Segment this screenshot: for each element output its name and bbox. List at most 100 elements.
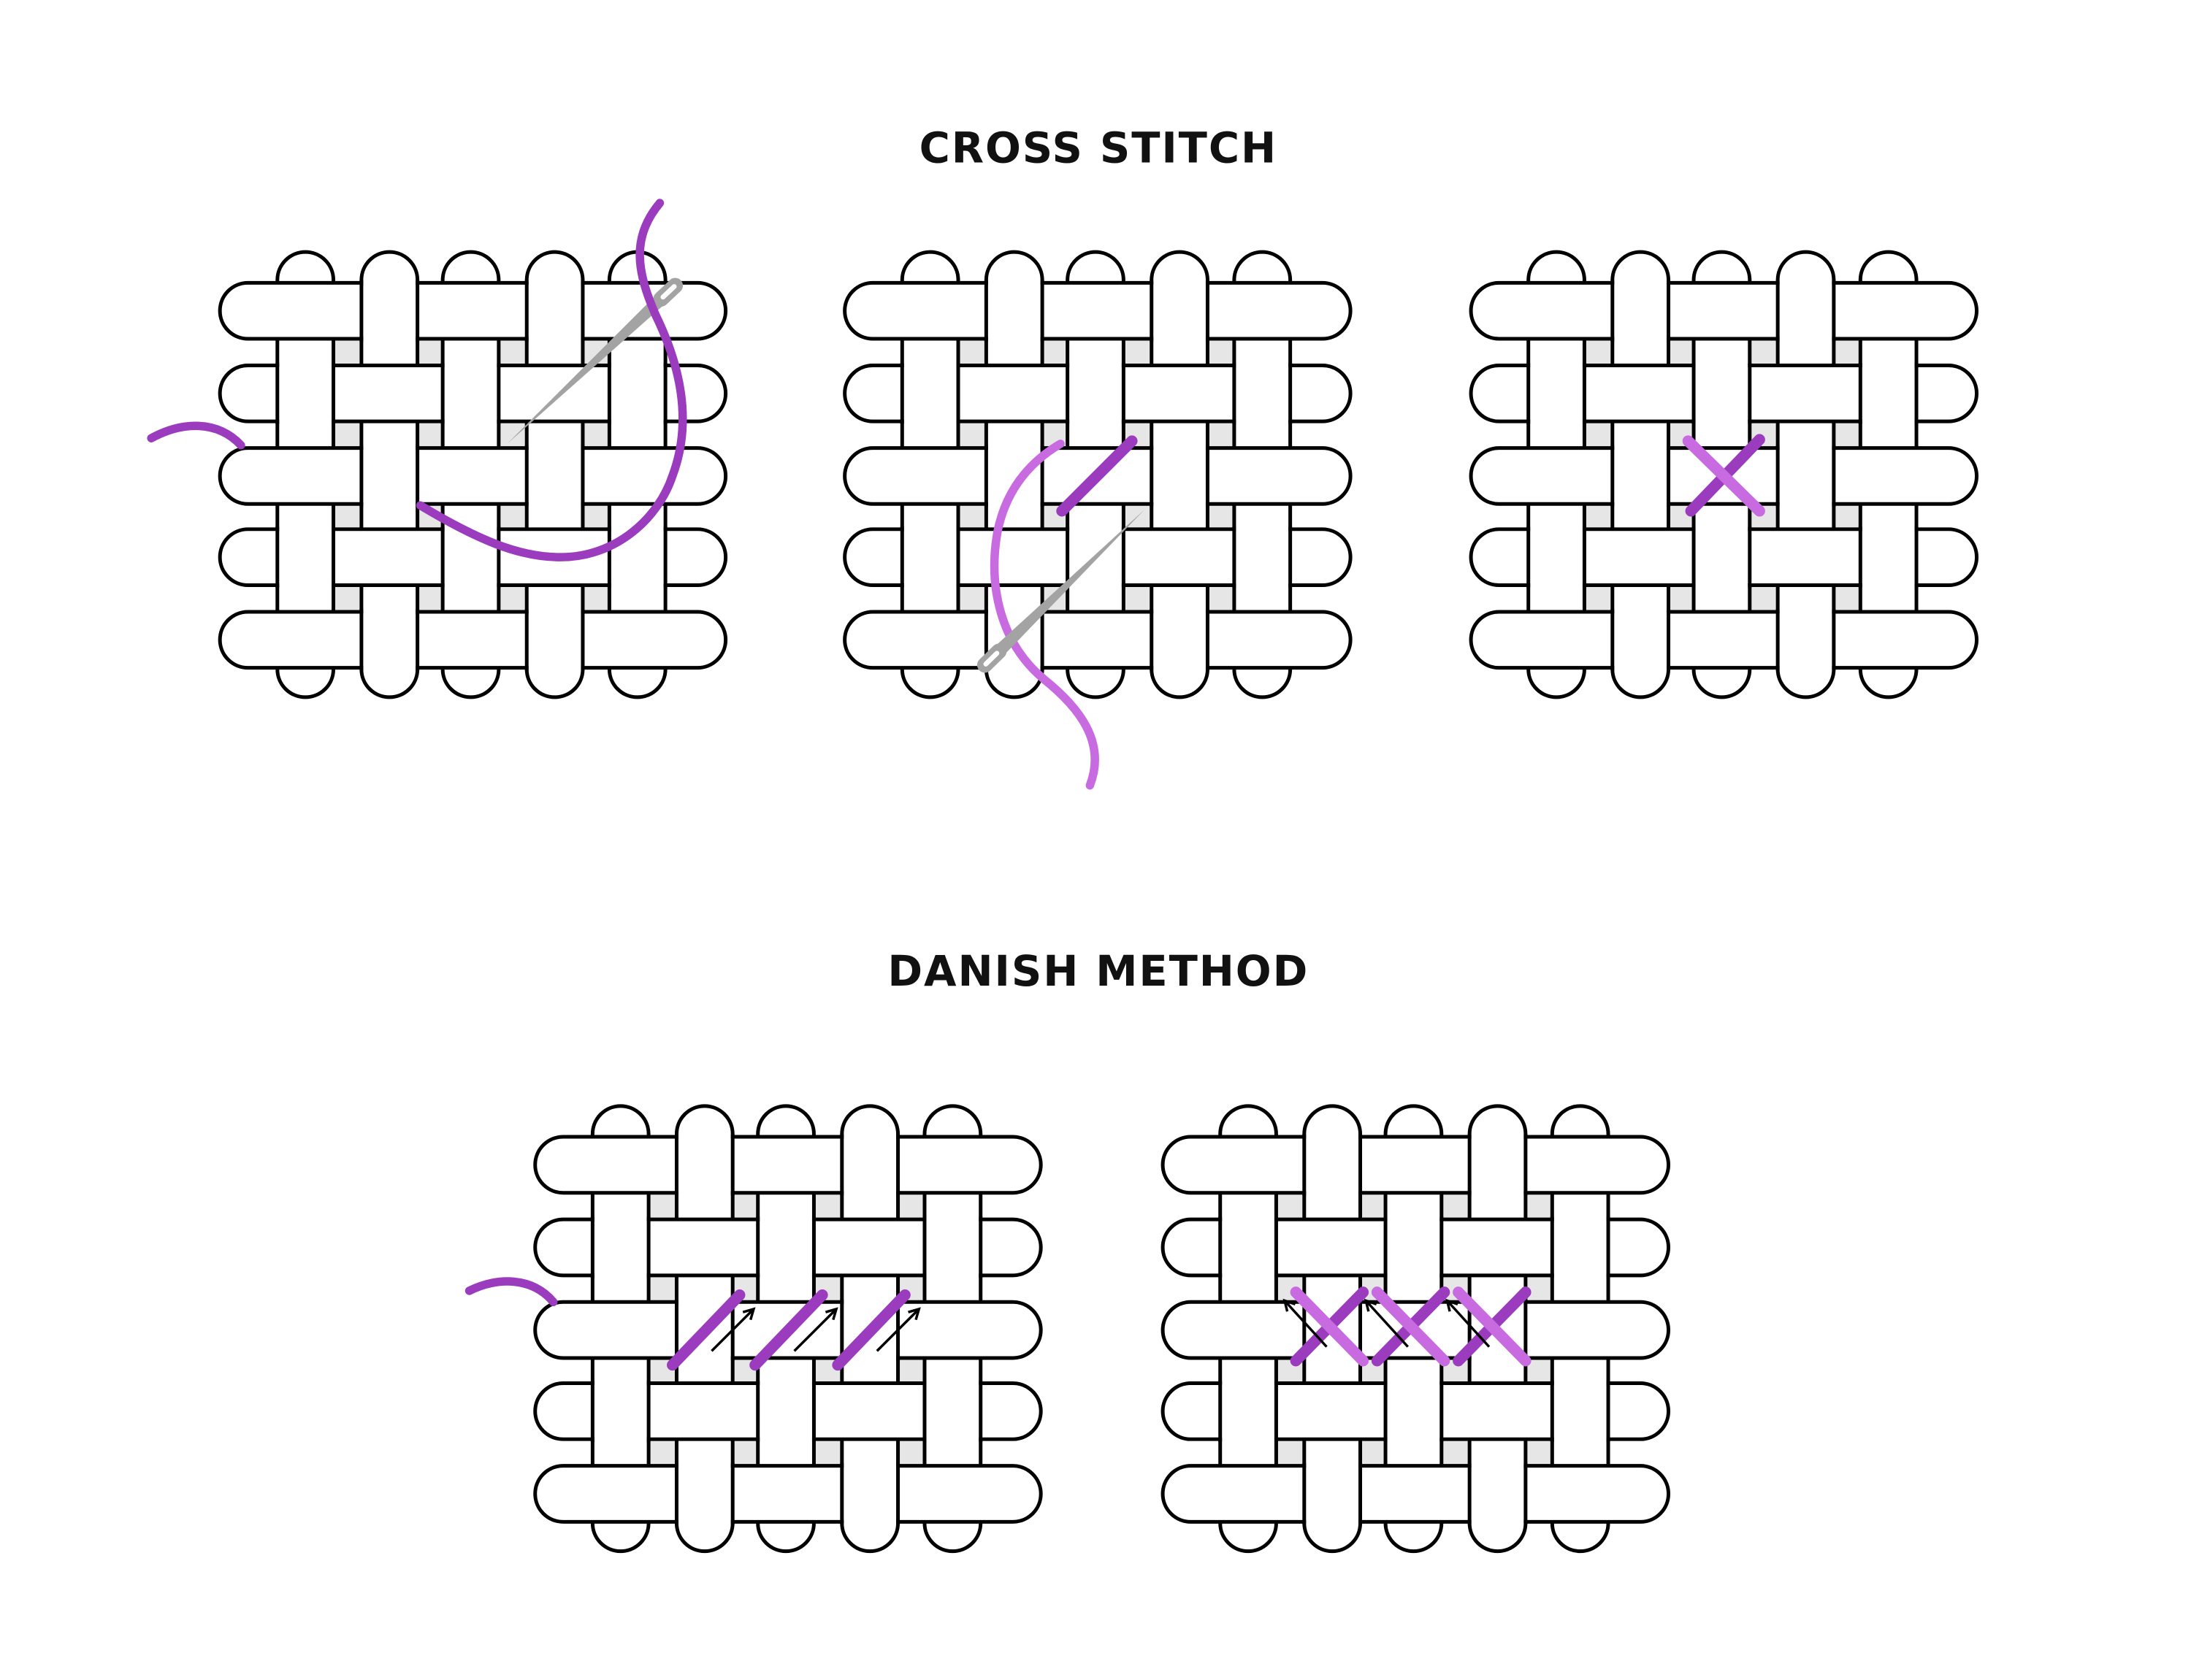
- vertical-over-crossing: [1153, 280, 1206, 342]
- cross-stitch-top-leg: [1682, 435, 1765, 517]
- vertical-over-crossing: [1222, 1216, 1274, 1278]
- vertical-over-crossing: [678, 1462, 731, 1525]
- vertical-over-crossing: [444, 362, 497, 425]
- needle: [976, 509, 1145, 673]
- arrow-head: [1364, 1298, 1377, 1312]
- arrow-head: [742, 1307, 756, 1321]
- fabric-panel-4: [533, 1104, 1043, 1554]
- horizontal-thread: [533, 1464, 1043, 1524]
- vertical-over-crossing: [844, 1462, 897, 1525]
- horizontal-thread: [1160, 1135, 1671, 1195]
- vertical-over-crossing: [926, 1216, 979, 1278]
- vertical-over-crossing: [279, 362, 332, 425]
- vertical-over-crossing: [1069, 362, 1122, 425]
- vertical-over-crossing: [1471, 1462, 1524, 1525]
- vertical-over-crossing: [528, 609, 581, 671]
- vertical-over-crossing: [363, 280, 416, 342]
- vertical-over-crossing: [1153, 445, 1206, 507]
- vertical-over-crossing: [528, 280, 581, 342]
- vertical-over-crossing: [611, 526, 664, 588]
- arrow-shaft: [1446, 1300, 1491, 1348]
- half-stitch: [1056, 435, 1138, 517]
- vertical-over-crossing: [1387, 1216, 1440, 1278]
- arrow-head: [1282, 1298, 1296, 1312]
- vertical-over-crossing: [611, 362, 664, 425]
- vertical-over-crossing: [760, 1216, 812, 1278]
- direction-arrow-forward: [711, 1307, 756, 1352]
- vertical-over-crossing: [1695, 362, 1748, 425]
- horizontal-thread: [1469, 280, 1979, 341]
- vertical-over-crossing: [760, 1380, 812, 1443]
- vertical-over-crossing: [987, 280, 1041, 342]
- vertical-over-crossing: [1553, 1380, 1607, 1443]
- vertical-over-crossing: [1695, 526, 1748, 588]
- vertical-over-crossing: [594, 1380, 647, 1443]
- vertical-over-crossing: [844, 1134, 897, 1196]
- horizontal-thread: [218, 610, 728, 670]
- cross-stitch-title: CROSS STITCH: [919, 123, 1277, 172]
- vertical-over-crossing: [1387, 1380, 1440, 1443]
- fabric-panel-1: [218, 250, 728, 699]
- fabric-panel-5: [1160, 1104, 1671, 1554]
- horizontal-thread: [843, 280, 1353, 341]
- vertical-over-crossing: [903, 526, 957, 588]
- vertical-over-crossing: [1862, 526, 1915, 588]
- danish-method-title: DANISH METHOD: [887, 947, 1309, 996]
- horizontal-thread: [843, 610, 1353, 670]
- vertical-over-crossing: [363, 609, 416, 671]
- vertical-over-crossing: [987, 445, 1041, 507]
- cross-stitch-top-leg: [1290, 1286, 1369, 1367]
- direction-arrow-return: [1282, 1298, 1328, 1348]
- cross-stitch-top-leg: [1453, 1286, 1532, 1367]
- vertical-over-crossing: [1222, 1380, 1274, 1443]
- horizontal-thread: [1469, 610, 1979, 670]
- direction-arrow-return: [1364, 1298, 1410, 1348]
- vertical-over-crossing: [1614, 609, 1667, 671]
- horizontal-thread: [218, 446, 728, 506]
- cross-stitch-top-leg: [1371, 1286, 1450, 1367]
- vertical-over-crossing: [1530, 362, 1583, 425]
- arrow-shaft: [1283, 1300, 1328, 1348]
- horizontal-thread: [218, 280, 728, 341]
- needle: [507, 277, 684, 444]
- needle-eye-hole: [660, 284, 677, 300]
- working-thread: [990, 440, 1099, 790]
- vertical-over-crossing: [1614, 280, 1667, 342]
- half-stitch: [667, 1289, 746, 1371]
- horizontal-thread: [533, 1135, 1043, 1195]
- vertical-over-crossing: [1236, 526, 1289, 588]
- working-thread: [416, 199, 687, 561]
- needle-eye-hole: [983, 651, 1000, 667]
- vertical-over-crossing: [1779, 445, 1832, 507]
- vertical-over-crossing: [528, 445, 581, 507]
- direction-arrow-forward: [876, 1307, 921, 1352]
- needle-shaft: [994, 509, 1145, 656]
- vertical-over-crossing: [1530, 526, 1583, 588]
- half-stitch: [832, 1289, 911, 1371]
- vertical-over-crossing: [678, 1134, 731, 1196]
- needle-shaft: [507, 294, 665, 444]
- thread-tail: [464, 1277, 558, 1307]
- vertical-over-crossing: [1779, 609, 1832, 671]
- vertical-over-crossing: [926, 1380, 979, 1443]
- direction-arrow-forward: [793, 1307, 838, 1352]
- vertical-over-crossing: [279, 526, 332, 588]
- arrow-shaft: [711, 1308, 755, 1352]
- vertical-over-crossing: [1862, 362, 1915, 425]
- vertical-over-crossing: [1471, 1134, 1524, 1196]
- horizontal-thread: [1160, 1464, 1671, 1524]
- vertical-over-crossing: [1306, 1462, 1359, 1525]
- vertical-over-crossing: [1236, 362, 1289, 425]
- arrow-head: [825, 1307, 838, 1321]
- vertical-over-crossing: [363, 445, 416, 507]
- arrow-shaft: [1364, 1300, 1410, 1348]
- direction-arrow-return: [1445, 1298, 1491, 1348]
- vertical-over-crossing: [1779, 280, 1832, 342]
- arrow-head: [1445, 1298, 1458, 1312]
- vertical-over-crossing: [1553, 1216, 1607, 1278]
- vertical-over-crossing: [903, 362, 957, 425]
- vertical-over-crossing: [1153, 609, 1206, 671]
- arrow-shaft: [876, 1308, 920, 1352]
- arrow-head: [908, 1307, 921, 1321]
